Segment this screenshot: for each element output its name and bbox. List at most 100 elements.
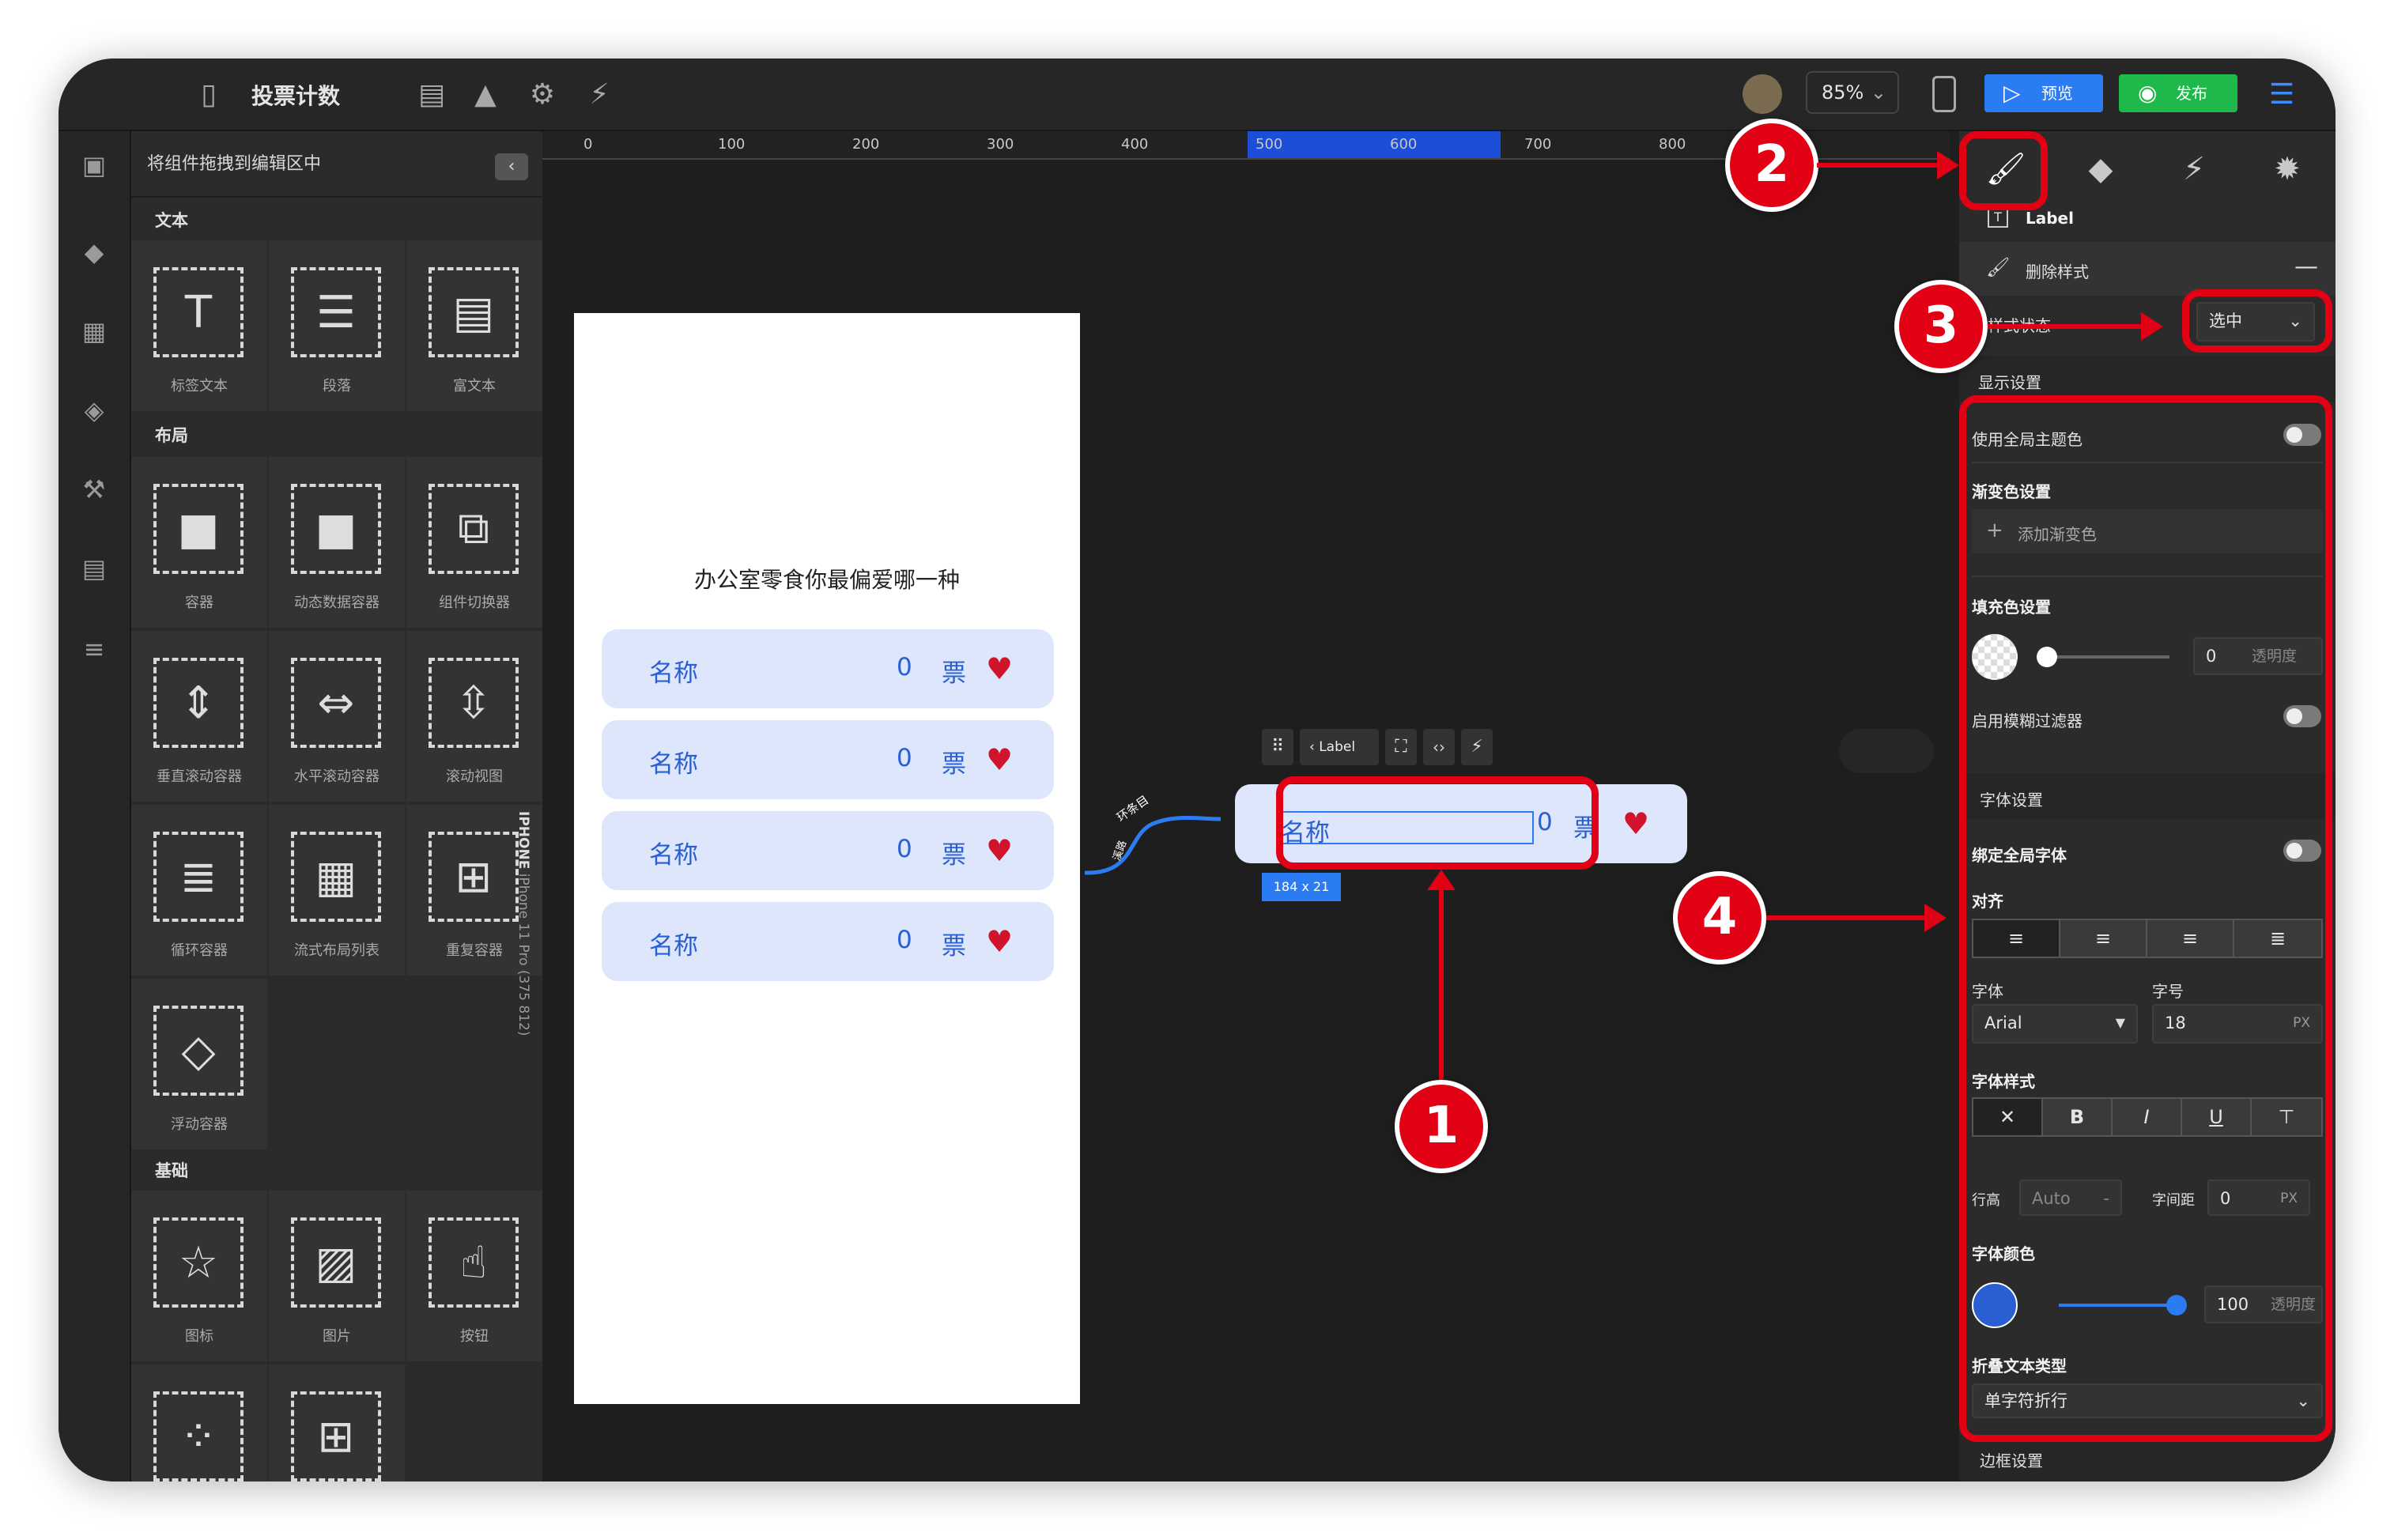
tile-horizontal-scroll[interactable]: ⇔水平滚动容器: [269, 631, 405, 802]
letter-spacing-label: 字间距: [2152, 1192, 2195, 1209]
vote-count: 0: [897, 653, 912, 681]
add-gradient-button[interactable]: + 添加渐变色: [1972, 509, 2323, 553]
tile-vertical-scroll[interactable]: ⇕垂直滚动容器: [131, 631, 267, 802]
align-right-button[interactable]: ≡: [2146, 919, 2234, 958]
parent-select-button[interactable]: ‹ Label: [1300, 729, 1379, 765]
cube-icon[interactable]: ▣: [81, 150, 107, 180]
fold-type-value: 单字符折行: [1984, 1391, 2067, 1410]
tile-qrcode[interactable]: ⊞: [269, 1364, 405, 1481]
code-icon[interactable]: ‹›: [1423, 729, 1455, 765]
publish-button[interactable]: ◉ 发布: [2119, 74, 2237, 112]
clear-format-button[interactable]: ✕: [1972, 1097, 2043, 1137]
tile-switcher[interactable]: ⧉组件切换器: [406, 457, 542, 628]
tile-paragraph[interactable]: ☰段落: [269, 240, 405, 411]
bold-button[interactable]: B: [2041, 1097, 2113, 1137]
drive-icon[interactable]: ▲: [474, 78, 497, 111]
tile-button[interactable]: ☝按钮: [406, 1191, 542, 1361]
settings-icon[interactable]: ⚙: [529, 78, 556, 111]
preview-button[interactable]: ▷ 预览: [1984, 74, 2103, 112]
global-font-toggle[interactable]: [2283, 840, 2321, 862]
tile-container[interactable]: ■容器: [131, 457, 267, 628]
rich-text-icon: ▤: [429, 267, 519, 357]
event-icon[interactable]: ⚡: [1461, 729, 1493, 765]
tile-dynamic-container[interactable]: ■动态数据容器: [269, 457, 405, 628]
strikethrough-button[interactable]: ⊤: [2250, 1097, 2323, 1137]
align-center-button[interactable]: ≡: [2059, 919, 2147, 958]
list-icon[interactable]: ≡: [83, 634, 105, 664]
debug-tab[interactable]: ✹: [2274, 151, 2301, 187]
tile-repeat-container[interactable]: ⊞重复容器: [406, 805, 542, 976]
blur-filter-toggle[interactable]: [2283, 705, 2321, 727]
hammer-icon[interactable]: ⚒: [82, 474, 106, 504]
font-size-unit: PX: [2293, 1015, 2310, 1031]
selected-label[interactable]: 名称: [1279, 811, 1534, 847]
tile-flow-list[interactable]: ▦流式布局列表: [269, 805, 405, 976]
slider-thumb[interactable]: [2037, 647, 2057, 667]
selected-label-text: 名称: [1281, 819, 1330, 847]
global-theme-toggle[interactable]: [2283, 424, 2321, 446]
tile-loop-container[interactable]: ≣循环容器: [131, 805, 267, 976]
template-icon[interactable]: ▤: [81, 553, 107, 583]
components-icon[interactable]: ◆: [84, 237, 104, 267]
italic-button[interactable]: I: [2111, 1097, 2182, 1137]
caret-down-icon: ▼: [2115, 1015, 2125, 1030]
fill-settings-label: 填充色设置: [1972, 598, 2051, 617]
collapse-minus-icon[interactable]: —: [2294, 253, 2318, 281]
image-icon: ▨: [291, 1217, 381, 1308]
event-tab[interactable]: ⚡: [2182, 151, 2206, 187]
collapse-button[interactable]: ‹: [495, 153, 528, 180]
expand-icon[interactable]: ⛶: [1385, 729, 1417, 765]
tile-rich-text[interactable]: ▤富文本: [406, 240, 542, 411]
selected-vote-row[interactable]: 名称 0 票 ♥: [1235, 784, 1687, 863]
lightning-icon[interactable]: ⚡: [589, 78, 610, 111]
state-select[interactable]: 选中⌄: [2196, 302, 2315, 342]
editor-canvas[interactable]: 0 100 200 300 400 500 600 700 800 IPHONE…: [515, 131, 1950, 1481]
zoom-select[interactable]: 85%⌄: [1806, 71, 1899, 114]
tile-floating-container[interactable]: ◇浮动容器: [131, 979, 267, 1149]
ruler-tick: 200: [852, 136, 880, 153]
drag-handle-icon[interactable]: ⠿: [1262, 729, 1293, 765]
font-style-label: 字体样式: [1972, 1072, 2035, 1091]
align-justify-button[interactable]: ≣: [2233, 919, 2323, 958]
device-icon[interactable]: [1932, 76, 1956, 112]
font-color-swatch[interactable]: [1972, 1282, 2018, 1328]
fill-color-swatch[interactable]: [1972, 634, 2018, 680]
document-icon[interactable]: ▤: [417, 78, 445, 111]
font-family-select[interactable]: Arial▼: [1972, 1004, 2138, 1044]
line-height-input[interactable]: Auto-: [2019, 1180, 2122, 1216]
tile-icon[interactable]: ☆图标: [131, 1191, 267, 1361]
sidebar-toggle-icon[interactable]: ▯: [201, 78, 217, 111]
heart-icon[interactable]: ♥: [986, 651, 1014, 686]
font-opacity-slider[interactable]: [2059, 1304, 2176, 1307]
style-section-header: 🖌 删除样式 —: [1959, 242, 2335, 296]
tile-dots[interactable]: ⁘: [131, 1364, 267, 1481]
heart-icon[interactable]: ♥: [1622, 806, 1650, 841]
slider-thumb[interactable]: [2166, 1295, 2187, 1315]
fill-opacity-slider[interactable]: [2043, 655, 2169, 659]
style-brush-tab[interactable]: 🖌: [1985, 151, 2026, 187]
device-model: iPhone 11 Pro (375 812): [515, 873, 531, 1036]
layout-icon[interactable]: ▦: [81, 316, 107, 346]
vote-unit: 票: [942, 841, 966, 870]
sliders-icon[interactable]: ☰: [2268, 78, 2295, 111]
tile-scroll-view[interactable]: ⇳滚动视图: [406, 631, 542, 802]
component-tab[interactable]: ◆: [2088, 151, 2113, 187]
heart-icon[interactable]: ♥: [986, 833, 1014, 868]
tile-image[interactable]: ▨图片: [269, 1191, 405, 1361]
fold-type-select[interactable]: 单字符折行⌄: [1972, 1383, 2323, 1418]
layers-icon[interactable]: ◈: [84, 395, 104, 425]
heart-icon[interactable]: ♥: [986, 742, 1014, 777]
heart-icon[interactable]: ♥: [986, 924, 1014, 959]
avatar[interactable]: [1743, 74, 1782, 114]
